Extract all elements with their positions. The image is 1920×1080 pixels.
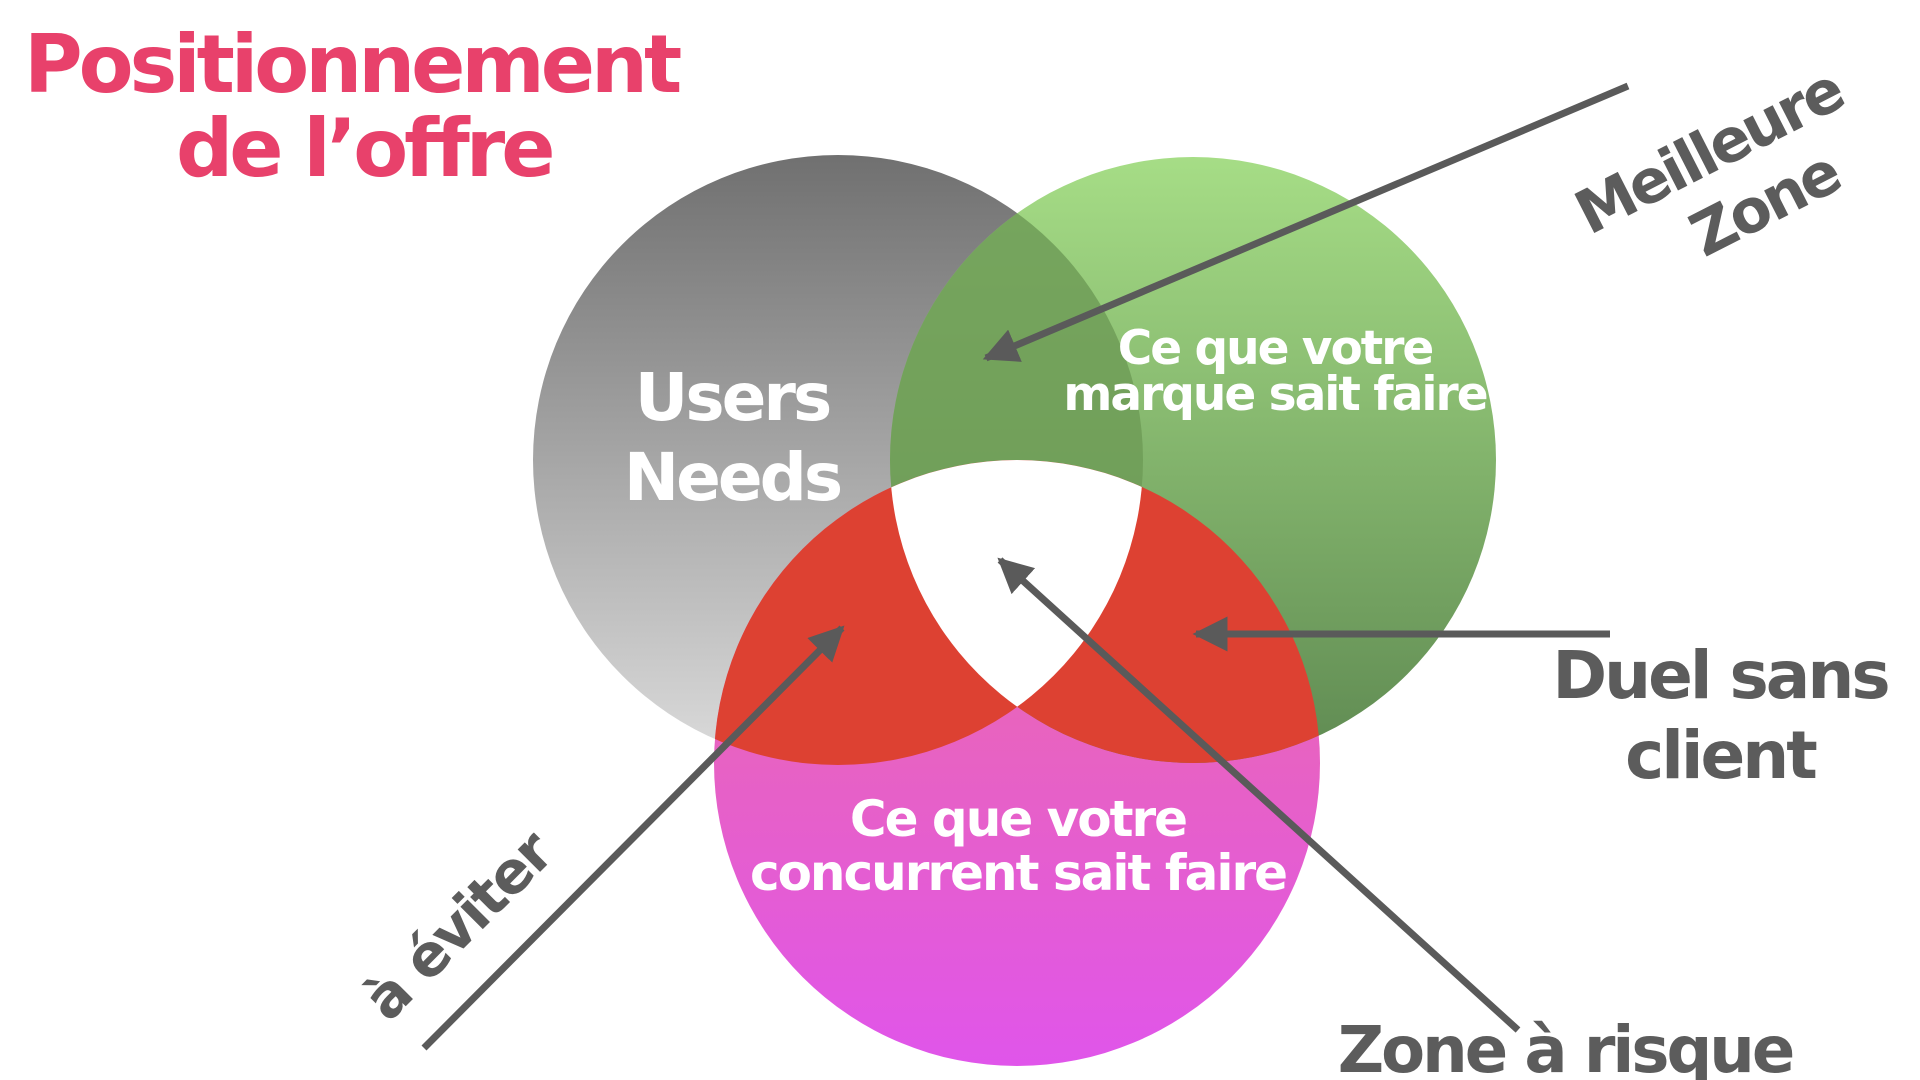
avoid-text: à éviter [350,817,567,1034]
page-title-line-2: de l’offre [176,102,552,195]
users-needs-label-line-2: Needs [624,439,841,516]
users-needs-label: Users Needs [624,359,844,516]
duel-annotation: Duel sans client [1552,637,1891,794]
users-needs-label-line-1: Users [635,359,830,436]
page-title: Positionnement de l’offre [24,18,685,195]
competitor-label-line-1: Ce que votre [850,790,1186,848]
brand-label-line-1: Ce que votre [1118,321,1433,376]
brand-competitor-overlap [890,460,1320,763]
risk-zone-annotation: Zone à risque [1338,1014,1793,1080]
avoid-annotation: à éviter [350,817,567,1034]
arrow-risk-zone [997,557,1521,1033]
competitor-label-line-2: concurrent sait faire [750,844,1286,902]
page-title-line-1: Positionnement [24,18,681,111]
duel-line-1: Duel sans [1552,637,1888,714]
brand-label-line-2: marque sait faire [1063,367,1486,422]
arrows [421,82,1630,1051]
arrow-best-zone [982,82,1630,362]
brand-label: Ce que votre marque sait faire [1063,321,1488,422]
competitor-label: Ce que votre concurrent sait faire [750,790,1288,902]
arrow-avoid [421,625,845,1051]
duel-line-2: client [1625,717,1817,794]
